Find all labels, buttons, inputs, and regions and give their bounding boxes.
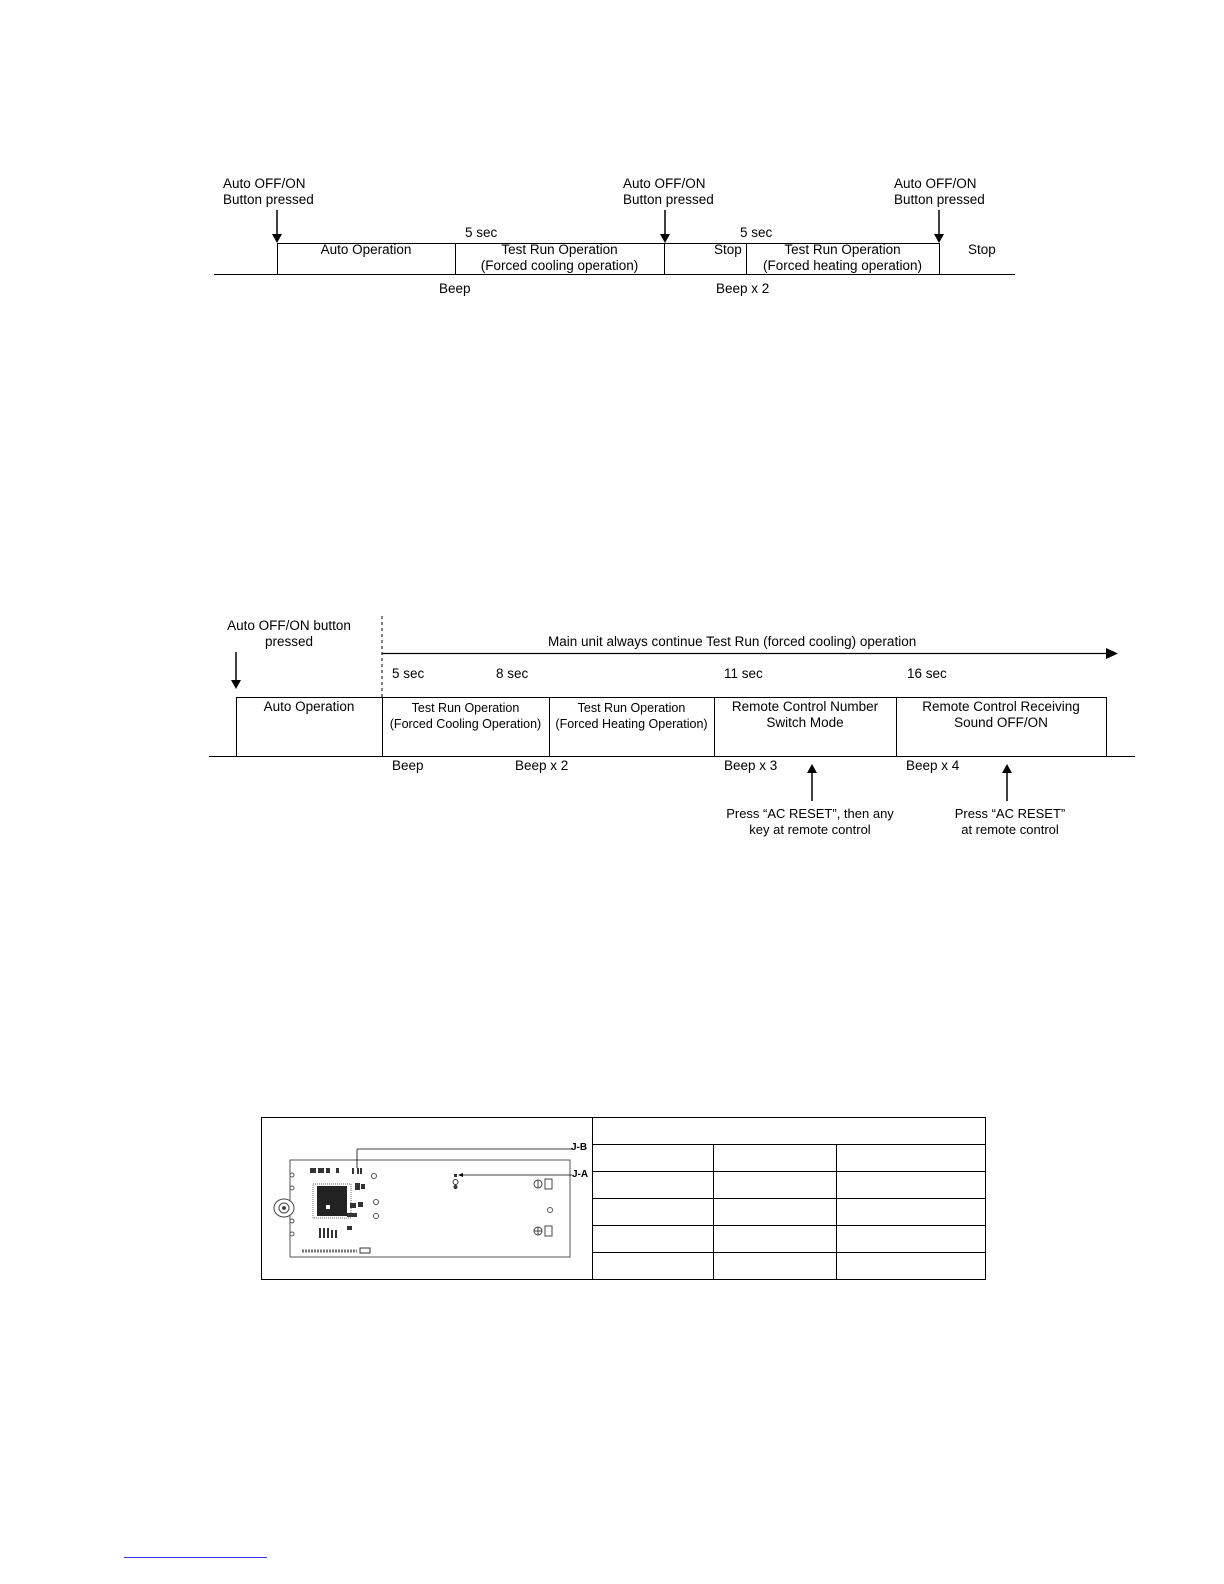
beep-label: Beep [439, 281, 471, 296]
segment-test-run-heating: Test Run Operation (Forced Heating Opera… [555, 701, 708, 731]
time-label: 5 sec [465, 225, 498, 240]
jumper-jb-label: J-B [571, 1142, 588, 1153]
table-row-line [592, 1198, 985, 1199]
down-arrow-icon [934, 210, 944, 243]
time-label: 16 sec [907, 666, 947, 681]
segment-stop: Stop [714, 242, 742, 257]
time-label: 5 sec [740, 225, 773, 240]
table-col-line [836, 1144, 837, 1279]
segment-test-run-cooling: Test Run Operation (Forced cooling opera… [480, 242, 639, 273]
divider [455, 243, 456, 274]
continue-label: Main unit always continue Test Run (forc… [548, 634, 917, 649]
up-arrow-icon [807, 764, 817, 801]
table-row-line [592, 1171, 985, 1172]
beep-label: Beep x 2 [515, 758, 569, 773]
divider [896, 697, 897, 756]
pcb-board-image [273, 1148, 572, 1258]
table-col-line [713, 1144, 714, 1279]
divider [746, 243, 747, 274]
beep-label: Beep x 4 [906, 758, 960, 773]
link-underline[interactable] [124, 1557, 267, 1558]
down-arrow-icon [272, 210, 282, 243]
divider [714, 697, 715, 756]
segment-test-run-cooling: Test Run Operation (Forced Cooling Opera… [389, 701, 542, 731]
divider [664, 243, 665, 274]
note-ac-reset: Press “AC RESET” at remote control [954, 806, 1066, 837]
time-label: 8 sec [496, 666, 529, 681]
button-pressed-label: Auto OFF/ON button pressed [227, 618, 351, 649]
beep-label: Beep [392, 758, 424, 773]
timeline-top [277, 243, 939, 244]
segment-receiving-sound: Remote Control Receiving Sound OFF/ON [922, 699, 1080, 730]
table-row-line [592, 1144, 985, 1145]
segment-stop: Stop [968, 242, 996, 257]
segment-auto-operation: Auto Operation [263, 699, 355, 714]
right-arrow-icon [382, 648, 1118, 659]
timeline-top [236, 697, 1106, 698]
down-arrow-icon [660, 210, 670, 243]
divider [382, 697, 383, 756]
up-arrow-icon [1002, 764, 1012, 801]
down-arrow-icon [231, 652, 241, 689]
timeline-base [214, 274, 1015, 275]
dashed-divider [381, 616, 383, 698]
beep-label: Beep x 3 [724, 758, 778, 773]
beep-label: Beep x 2 [716, 281, 770, 296]
button-pressed-label-2: Auto OFF/ON Button pressed [623, 176, 714, 207]
segment-auto-operation: Auto Operation [320, 242, 412, 257]
divider [277, 243, 278, 274]
table-row-line [592, 1225, 985, 1226]
divider [939, 243, 940, 274]
segment-test-run-heating: Test Run Operation (Forced heating opera… [762, 242, 923, 273]
note-ac-reset-any-key: Press “AC RESET”, then any key at remote… [726, 806, 894, 837]
timeline-base [209, 756, 1135, 757]
time-label: 11 sec [724, 666, 763, 681]
jumper-ja-label: J-A [572, 1169, 589, 1180]
table-row-line [592, 1252, 985, 1253]
divider [549, 697, 550, 756]
pcb-jumper-table: J-B J-A [261, 1117, 986, 1280]
time-label: 5 sec [392, 666, 425, 681]
segment-remote-number-switch: Remote Control Number Switch Mode [731, 699, 879, 730]
divider [236, 697, 237, 756]
button-pressed-label-1: Auto OFF/ON Button pressed [223, 176, 314, 207]
button-pressed-label-3: Auto OFF/ON Button pressed [894, 176, 985, 207]
divider [1106, 697, 1107, 756]
